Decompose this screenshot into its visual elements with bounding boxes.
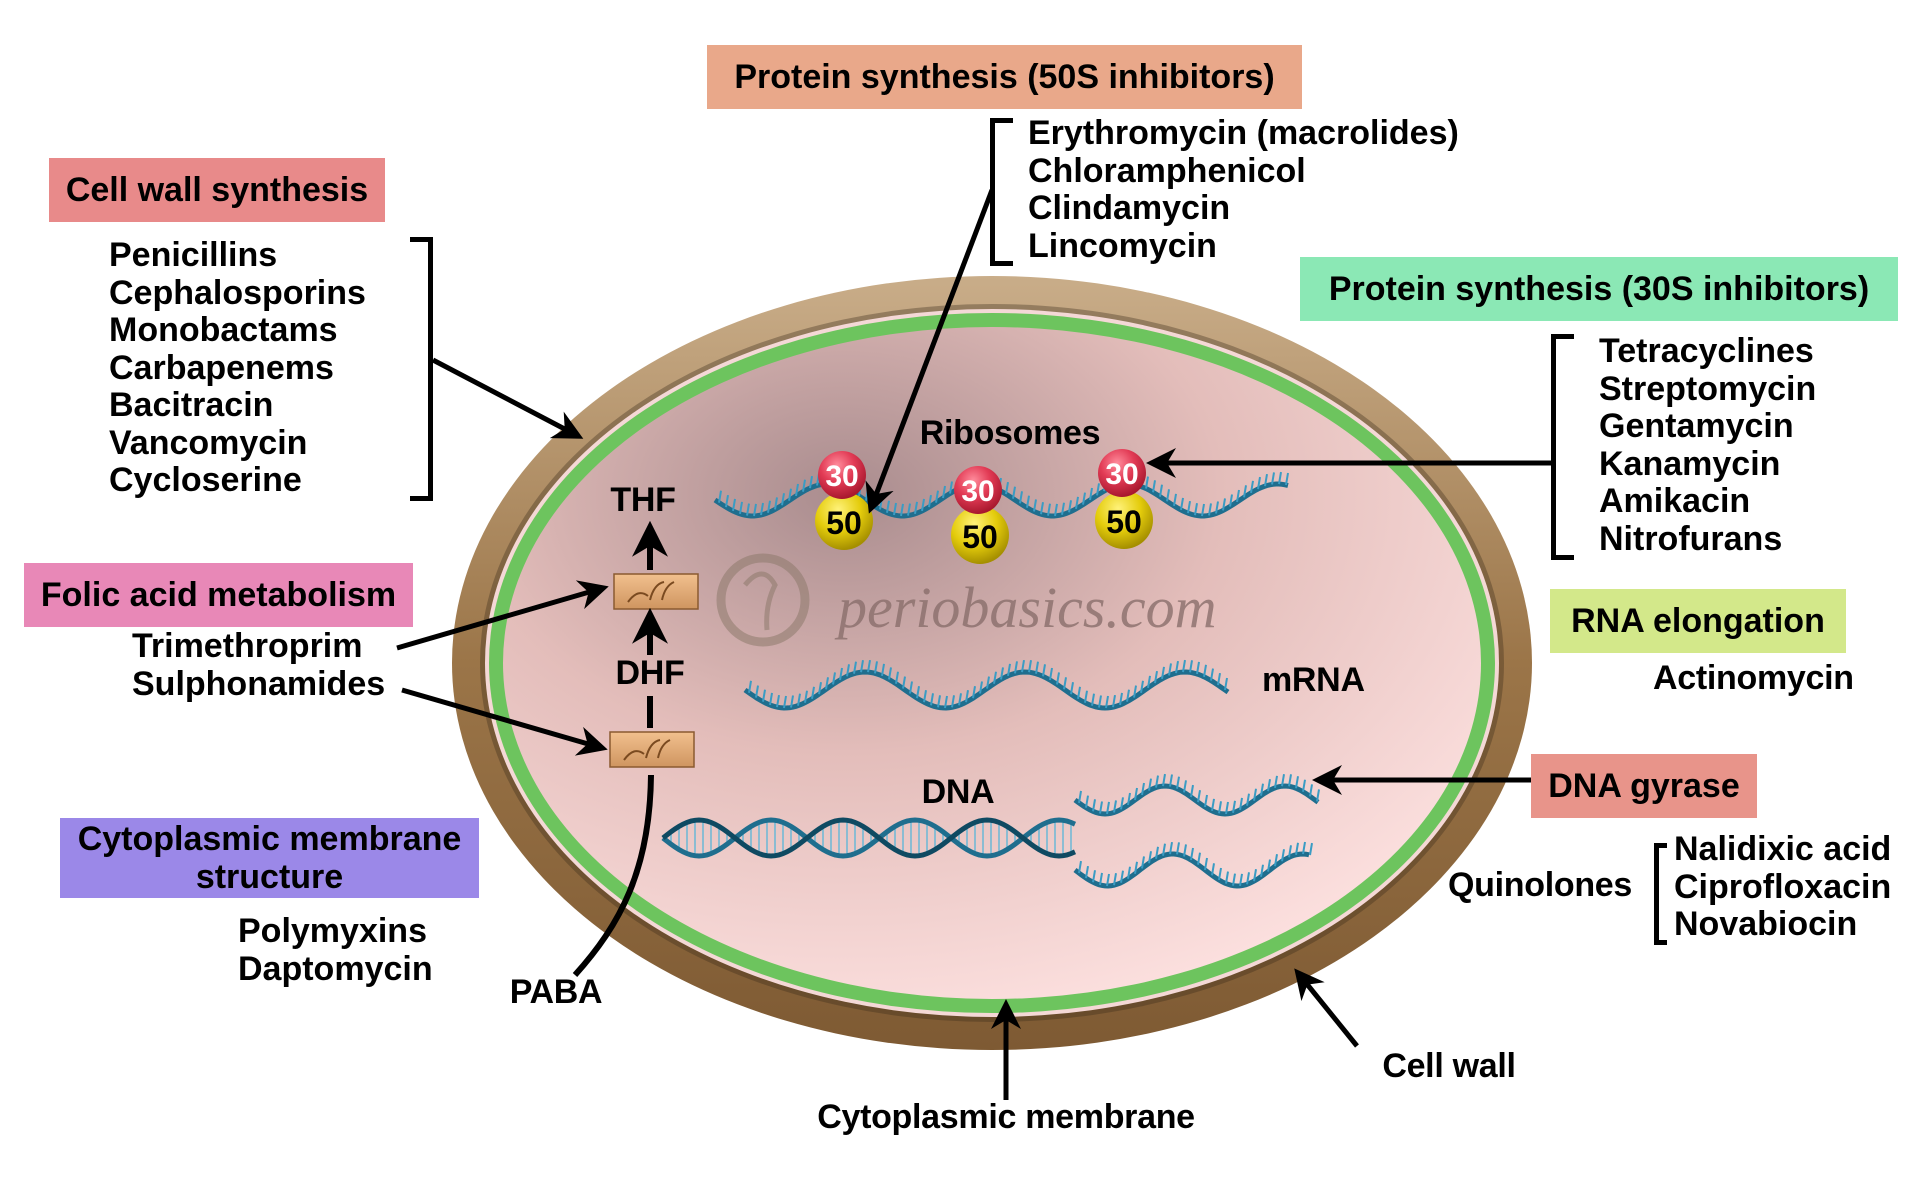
protein-30s-header: Protein synthesis (30S inhibitors): [1300, 257, 1898, 321]
cell-wall-synthesis-drug-list: Penicillins Cephalosporins Monobactams C…: [109, 236, 366, 500]
drug-item: Lincomycin: [1028, 226, 1217, 265]
drug-item: Tetracyclines: [1599, 332, 1814, 370]
nucleic-acid-strands: [661, 471, 1320, 889]
ribosome-50s-label: 50: [962, 519, 998, 555]
drug-item: Sulphonamides: [132, 664, 386, 703]
protein-50s-header: Protein synthesis (50S inhibitors): [707, 45, 1302, 109]
thf-label: THF: [610, 481, 676, 519]
dna-double-helix: [661, 817, 1077, 859]
drug-item: Streptomycin: [1599, 369, 1817, 408]
enzyme-block-dhfr: [613, 573, 699, 610]
ribosome-30s-subunit: [818, 451, 866, 499]
ribosome-50s-subunit: [815, 492, 873, 550]
header-line-2: structure: [195, 858, 344, 896]
cytoplasmic-membrane-header: Cytoplasmic membrane structure: [60, 818, 479, 898]
header-line-1: Cytoplasmic membrane: [77, 820, 462, 858]
ribosome-50s-label: 50: [826, 505, 862, 541]
dna-label: DNA: [921, 773, 995, 811]
dna-gyrase-header: DNA gyrase: [1531, 754, 1757, 818]
drug-item: Cephalosporins: [109, 273, 366, 312]
watermark-logo: [716, 553, 810, 647]
protein-50s-bracket: [990, 118, 1013, 266]
drug-item: Trimethroprim: [132, 627, 363, 665]
folic-acid-header: Folic acid metabolism: [24, 563, 413, 627]
line-paba-to-enzyme: [572, 774, 654, 978]
ribosomes-label: Ribosomes: [919, 414, 1101, 452]
arrow-cell-wall: [1294, 968, 1359, 1048]
cell-wall-label: Cell wall: [1382, 1047, 1516, 1085]
protein-30s-bracket: [1551, 334, 1574, 560]
dna-fork-upper-strand: [1073, 773, 1320, 817]
drug-item: Nitrofurans: [1599, 519, 1783, 558]
drug-item: Vancomycin: [109, 423, 308, 462]
watermark-text: periobasics.com: [834, 575, 1217, 640]
ribosome-30s-label: 30: [1105, 458, 1138, 491]
dhf-label: DHF: [615, 654, 685, 692]
protein-30s-drug-list: Tetracyclines Streptomycin Gentamycin Ka…: [1599, 332, 1817, 558]
cytoplasmic-membrane-drug-list: Polymyxins Daptomycin: [238, 912, 433, 988]
folic-acid-drug-list: Trimethroprim Sulphonamides: [132, 627, 386, 703]
dna-fork-lower-strand: [1073, 841, 1313, 889]
ribosome-30s-subunit: [954, 466, 1002, 514]
arrow-trimethoprim: [396, 580, 609, 651]
arrow-cell-wall-synthesis: [431, 357, 584, 439]
drug-item: Monobactams: [109, 311, 338, 349]
cytoplasmic-membrane-label: Cytoplasmic membrane: [817, 1098, 1195, 1136]
arrow-sulphonamides: [401, 687, 608, 756]
drug-item: Carbapenems: [109, 348, 334, 387]
rna-elongation-header: RNA elongation: [1550, 589, 1846, 653]
cell-wall-synthesis-bracket: [410, 237, 433, 501]
ribosome-50s-subunit: [1095, 491, 1153, 549]
drug-item: Daptomycin: [238, 949, 433, 988]
quinolones-bracket: [1654, 843, 1667, 945]
drug-item: Cycloserine: [109, 461, 302, 499]
quinolones-label: Quinolones: [1448, 866, 1633, 904]
enzyme-block-dhps: [609, 731, 695, 768]
ribosome-50s-label: 50: [1106, 504, 1142, 540]
ribosome-30s-label: 30: [961, 475, 994, 508]
drug-item: Gentamycin: [1599, 407, 1794, 445]
drug-item: Ciprofloxacin: [1674, 867, 1892, 906]
drug-item: Amikacin: [1599, 482, 1751, 520]
ribosome-30s-subunit: [1098, 449, 1146, 497]
drug-item: Kanamycin: [1599, 444, 1781, 483]
drug-item: Nalidixic acid: [1674, 830, 1892, 868]
drug-item: Chloramphenicol: [1028, 151, 1306, 190]
protein-50s-drug-list: Erythromycin (macrolides) Chloramphenico…: [1028, 114, 1459, 265]
ribosome-50s-subunit: [951, 506, 1009, 564]
paba-label: PABA: [509, 973, 603, 1011]
drug-item: Novabiocin: [1674, 905, 1858, 943]
rna-elongation-drug: Actinomycin: [1653, 659, 1854, 697]
mrna-strand: [743, 659, 1230, 711]
drug-item: Bacitracin: [109, 386, 274, 424]
drug-item: Penicillins: [109, 236, 278, 274]
drug-item: Clindamycin: [1028, 189, 1231, 227]
ribosome-30s-label: 30: [825, 460, 858, 493]
arrow-50s-inhibitors: [865, 189, 995, 514]
drug-item: Erythromycin (macrolides): [1028, 114, 1459, 152]
quinolones-drug-list: Nalidixic acid Ciprofloxacin Novabiocin: [1674, 830, 1892, 944]
mrna-label: mRNA: [1262, 661, 1365, 699]
drug-item: Polymyxins: [238, 912, 427, 950]
cell-wall-synthesis-header: Cell wall synthesis: [49, 158, 385, 222]
